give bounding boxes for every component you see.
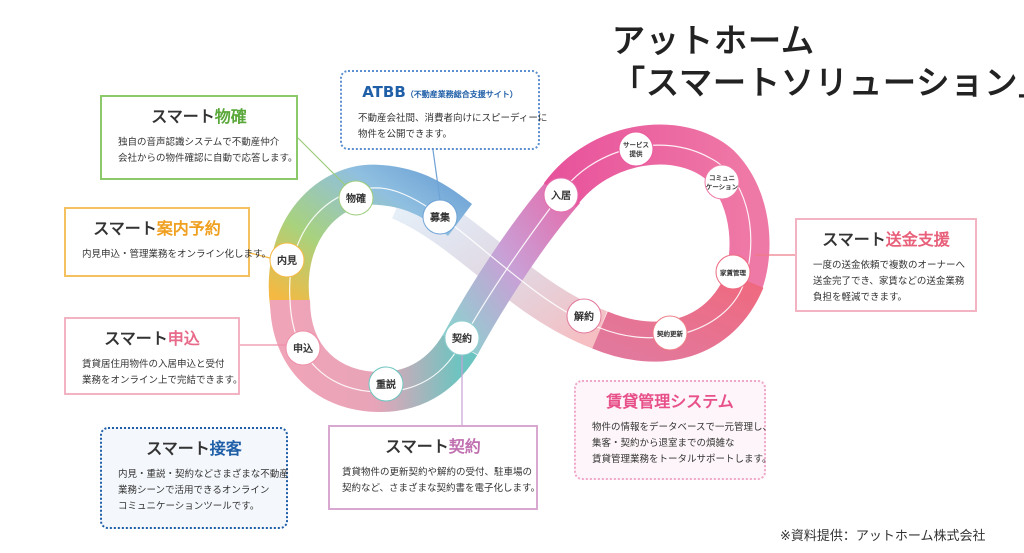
svg-text:募集: 募集 bbox=[429, 211, 451, 224]
chintai-kanri-box: 賃貸管理システム 物件の情報をデータベースで一元管理し、 集客・契約から退室まで… bbox=[574, 380, 773, 480]
sekkyaku-desc-2: 業務シーンで活用できるオンライン bbox=[118, 485, 270, 496]
bukkaku-desc-1: 独自の音声認識システムで不動産仲介 bbox=[118, 137, 280, 148]
title-line-2: 「スマートソリューション」 bbox=[612, 63, 1024, 102]
kanri-desc-3: 賃貸管理業務をトータルサポートします。 bbox=[592, 454, 772, 465]
keiyaku-desc-1: 賃貸物件の更新契約や解約の受付、駐車場の bbox=[342, 467, 533, 478]
soukin-desc-2: 送金完了でき、家賃などの送金業務 bbox=[813, 276, 965, 287]
sekkyaku-desc-1: 内見・重説・契約などさまざまな不動産 bbox=[118, 469, 289, 480]
keiyaku-title-a: スマート bbox=[385, 437, 449, 456]
soukin-title-b: 送金支援 bbox=[885, 230, 950, 249]
node-naiken: 内見 bbox=[269, 242, 305, 278]
page-title: アットホーム 「スマートソリューション」 bbox=[612, 20, 1024, 104]
node-moushikomi: 申込 bbox=[285, 330, 321, 366]
moushikomi-desc-1: 賃貸居住用物件の入居申込と受付 bbox=[82, 359, 225, 370]
smart-soukin-box: スマート送金支援 一度の送金依頼で複数のオーナーへ 送金完了でき、家賃などの送金… bbox=[795, 218, 977, 312]
svg-text:契約更新: 契約更新 bbox=[656, 329, 684, 338]
moushikomi-title-b: 申込 bbox=[167, 329, 200, 348]
soukin-desc-1: 一度の送金依頼で複数のオーナーへ bbox=[813, 260, 966, 271]
soukin-desc-3: 負担を軽減できます。 bbox=[813, 292, 908, 303]
bukkaku-title-b: 物確 bbox=[214, 107, 247, 126]
svg-text:申込: 申込 bbox=[293, 342, 313, 355]
svg-text:コミュニ: コミュニ bbox=[709, 174, 735, 182]
annai-desc-1: 内見申込・管理業務をオンライン化します。 bbox=[82, 249, 272, 260]
annai-title-a: スマート bbox=[93, 219, 157, 238]
moushikomi-title-a: スマート bbox=[104, 329, 168, 348]
annai-title-b: 案内予約 bbox=[156, 219, 221, 238]
node-yachin: 家賃管理 bbox=[715, 254, 751, 290]
atbb-box: ATBB（不動産業務総合支援サイト） 不動産会社間、消費者向けにスピーディーに … bbox=[340, 70, 548, 150]
source-credit: ※資料提供：アットホーム株式会社 bbox=[780, 529, 986, 544]
smart-bukkaku-box: スマート物確 独自の音声認識システムで不動産仲介 会社からの物件確認に自動で応答… bbox=[100, 95, 298, 180]
atbb-desc-1: 不動産会社間、消費者向けにスピーディーに bbox=[358, 113, 548, 124]
svg-text:重説: 重説 bbox=[376, 378, 396, 391]
svg-text:ケーション: ケーション bbox=[706, 183, 739, 191]
smart-keiyaku-box: スマート契約 賃貸物件の更新契約や解約の受付、駐車場の 契約など、さまざまな契約… bbox=[328, 425, 541, 510]
title-line-1: アットホーム bbox=[612, 21, 816, 60]
node-service: サービス 提供 bbox=[618, 131, 654, 167]
svg-text:入居: 入居 bbox=[551, 190, 571, 202]
svg-text:家賃管理: 家賃管理 bbox=[720, 268, 747, 277]
sekkyaku-title-b: 接客 bbox=[209, 439, 242, 458]
node-juusetsu: 重説 bbox=[368, 366, 404, 402]
kanri-desc-1: 物件の情報をデータベースで一元管理し、 bbox=[592, 422, 773, 433]
sekkyaku-title-a: スマート bbox=[146, 439, 210, 458]
keiyaku-desc-2: 契約など、さまざまな契約書を電子化します。 bbox=[342, 483, 541, 494]
node-keiyaku: 契約 bbox=[444, 320, 480, 356]
moushikomi-desc-2: 業務をオンライン上で完結できます。 bbox=[82, 375, 243, 386]
soukin-title-a: スマート bbox=[822, 230, 886, 249]
atbb-title: ATBB bbox=[362, 83, 406, 101]
svg-text:解約: 解約 bbox=[574, 310, 594, 323]
node-nyukyo: 入居 bbox=[543, 177, 579, 213]
svg-text:契約: 契約 bbox=[452, 332, 472, 345]
smart-annai-box: スマート案内予約 内見申込・管理業務をオンライン化します。 bbox=[64, 207, 272, 277]
smart-moushikomi-box: スマート申込 賃貸居住用物件の入居申込と受付 業務をオンライン上で完結できます。 bbox=[64, 317, 243, 395]
keiyaku-title-b: 契約 bbox=[448, 437, 481, 456]
svg-text:サービス: サービス bbox=[623, 140, 649, 149]
kanri-title: 賃貸管理システム bbox=[606, 392, 734, 411]
node-communication: コミュニ ケーション bbox=[704, 164, 740, 200]
atbb-subtitle: （不動産業務総合支援サイト） bbox=[405, 90, 518, 99]
node-boshu: 募集 bbox=[422, 199, 458, 235]
bukkaku-desc-2: 会社からの物件確認に自動で応答します。 bbox=[118, 153, 298, 164]
node-kaiyaku: 解約 bbox=[566, 298, 602, 334]
smart-sekkyaku-box: スマート接客 内見・重説・契約などさまざまな不動産 業務シーンで活用できるオンラ… bbox=[100, 427, 289, 529]
svg-text:提供: 提供 bbox=[630, 149, 644, 158]
sekkyaku-desc-3: コミュニケーションツールです。 bbox=[118, 501, 260, 512]
bukkaku-title-a: スマート bbox=[151, 107, 215, 126]
kanri-desc-2: 集客・契約から退室までの煩雑な bbox=[592, 438, 735, 449]
node-bukkaku: 物確 bbox=[338, 180, 374, 216]
svg-text:内見: 内見 bbox=[277, 254, 297, 267]
svg-text:物確: 物確 bbox=[346, 192, 366, 205]
atbb-desc-2: 物件を公開できます。 bbox=[358, 129, 453, 140]
node-koushin: 契約更新 bbox=[652, 315, 688, 351]
